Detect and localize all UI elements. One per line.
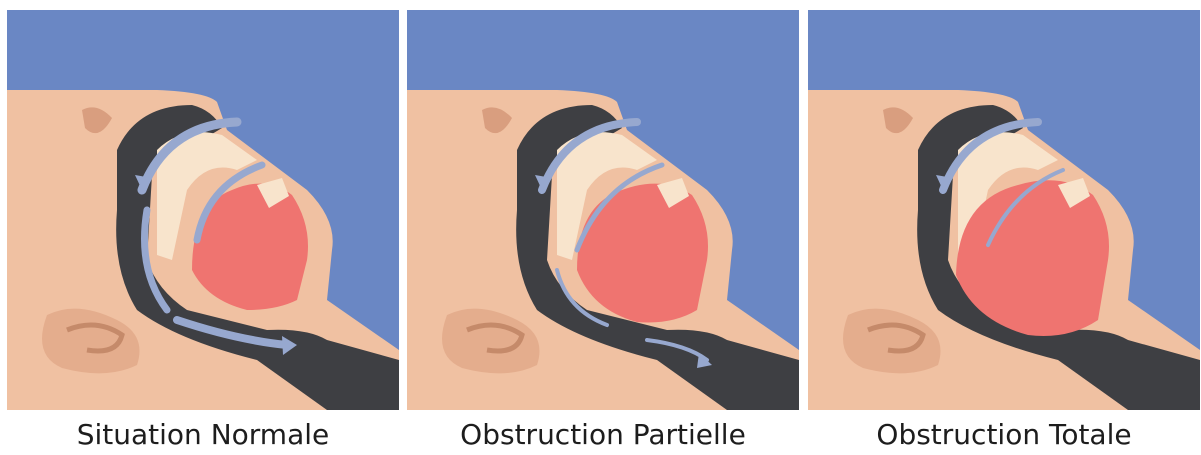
- panel-normal: [7, 10, 399, 410]
- airway-diagram-partial: [407, 10, 799, 410]
- caption-total: Obstruction Totale: [808, 418, 1200, 451]
- airway-diagram-total: [808, 10, 1200, 410]
- panel-total: [808, 10, 1200, 410]
- panel-partial: [407, 10, 799, 410]
- airway-diagram-normal: [7, 10, 399, 410]
- caption-partial: Obstruction Partielle: [407, 418, 799, 451]
- caption-normal: Situation Normale: [7, 418, 399, 451]
